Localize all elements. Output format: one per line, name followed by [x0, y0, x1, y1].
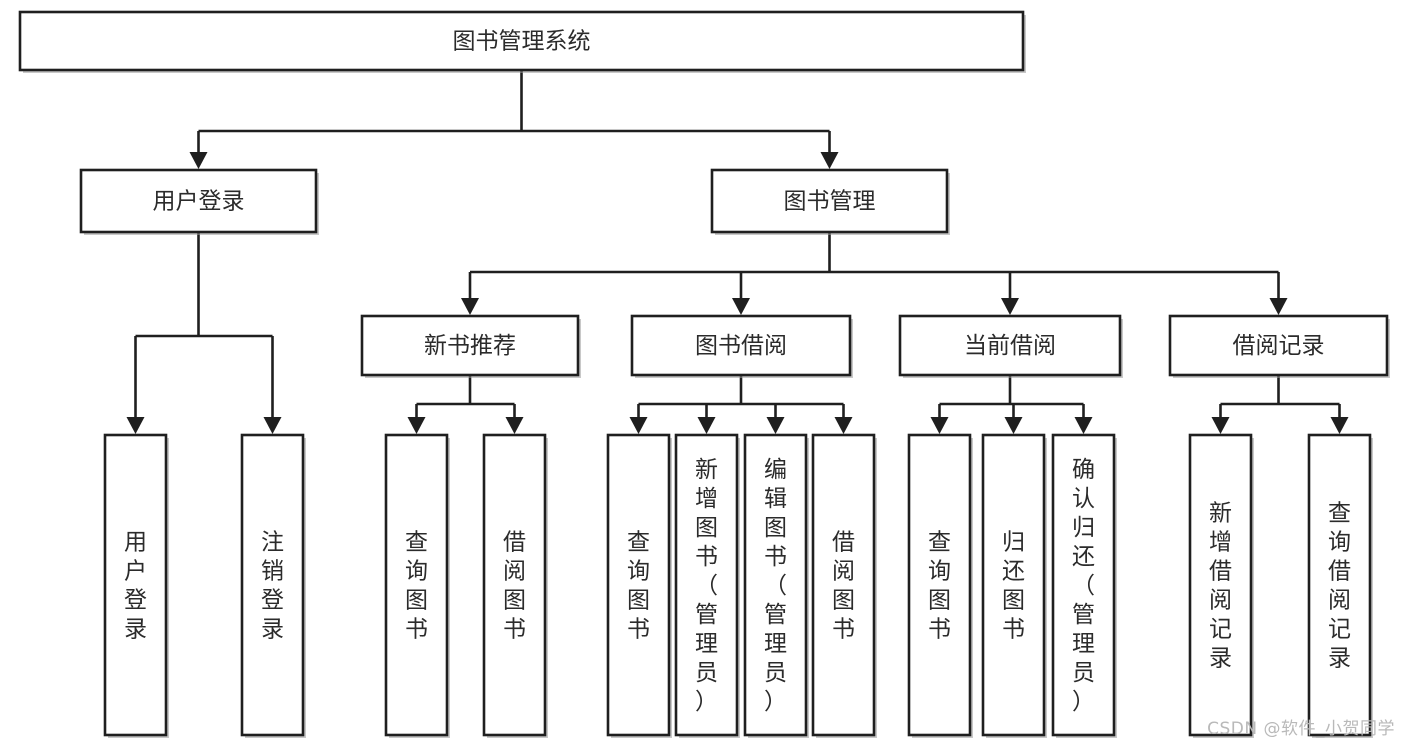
node-leaf-borrow-book-2[interactable]: 借阅图书	[811, 433, 877, 738]
arrow-head-icon	[1330, 417, 1349, 434]
arrow-head-icon	[629, 417, 648, 434]
edge-group-book-manage	[461, 232, 1288, 315]
node-box[interactable]	[240, 433, 305, 737]
node-label: 确认归还（管理员）	[1072, 457, 1095, 715]
node-label: 图书借阅	[695, 333, 787, 359]
node-book-manage[interactable]: 图书管理	[710, 168, 950, 235]
node-label: 注销登录	[261, 530, 284, 643]
node-leaf-query-book-1[interactable]: 查询图书	[384, 433, 450, 738]
node-box[interactable]	[606, 433, 671, 737]
node-root[interactable]: 图书管理系统	[18, 10, 1026, 73]
node-label: 查询借阅记录	[1328, 501, 1351, 672]
node-book-borrow[interactable]: 图书借阅	[630, 314, 853, 378]
arrow-head-icon	[1211, 417, 1230, 434]
arrow-head-icon	[189, 152, 208, 169]
node-label: 查询图书	[627, 530, 650, 643]
node-leaf-confirm-return[interactable]: 确认归还（管理员）	[1051, 433, 1117, 738]
arrow-head-icon	[766, 417, 785, 434]
arrow-head-icon	[263, 417, 282, 434]
node-box[interactable]	[1188, 433, 1253, 737]
node-label: 借阅图书	[503, 530, 526, 643]
node-label: 图书管理	[784, 189, 876, 215]
node-leaf-return-book[interactable]: 归还图书	[981, 433, 1047, 738]
node-box[interactable]	[1307, 433, 1372, 737]
node-leaf-query-record[interactable]: 查询借阅记录	[1307, 433, 1373, 738]
node-label: 归还图书	[1002, 530, 1025, 643]
node-label: 用户登录	[153, 189, 245, 215]
arrow-head-icon	[820, 152, 839, 169]
arrow-head-icon	[1001, 298, 1019, 315]
arrow-head-icon	[930, 417, 949, 434]
node-box[interactable]	[18, 10, 1025, 72]
arrow-head-icon	[1074, 417, 1093, 434]
nodes-layer: 图书管理系统用户登录图书管理新书推荐图书借阅当前借阅借阅记录用户登录注销登录查询…	[18, 10, 1390, 738]
node-label: 新书推荐	[424, 333, 516, 359]
edge-group-root	[189, 70, 839, 169]
node-box[interactable]	[981, 433, 1046, 737]
node-box[interactable]	[710, 168, 949, 234]
node-box[interactable]	[103, 433, 168, 737]
node-box[interactable]	[360, 314, 580, 377]
node-label: 借阅图书	[832, 530, 855, 643]
arrow-head-icon	[505, 417, 524, 434]
node-label: 当前借阅	[964, 333, 1056, 359]
watermark-label: CSDN @软件_小贺同学	[1207, 719, 1395, 739]
node-leaf-query-book-2[interactable]: 查询图书	[606, 433, 672, 738]
edge-group-current-borrow	[930, 375, 1093, 434]
node-leaf-add-book[interactable]: 新增图书（管理员）	[674, 433, 740, 738]
node-user-login[interactable]: 用户登录	[79, 168, 319, 235]
arrow-head-icon	[1004, 417, 1023, 434]
node-box[interactable]	[907, 433, 972, 737]
node-label: 借阅记录	[1233, 333, 1325, 359]
node-label: 用户登录	[124, 530, 147, 643]
edge-group-new-book-rec	[407, 375, 524, 434]
edge-group-user-login	[126, 232, 282, 434]
arrow-head-icon	[407, 417, 426, 434]
node-box[interactable]	[743, 433, 808, 737]
node-box[interactable]	[674, 433, 739, 737]
node-leaf-user-login[interactable]: 用户登录	[103, 433, 169, 738]
node-box[interactable]	[898, 314, 1122, 377]
node-leaf-query-book-3[interactable]: 查询图书	[907, 433, 973, 738]
node-box[interactable]	[1168, 314, 1389, 377]
node-label: 查询图书	[405, 530, 428, 643]
node-current-borrow[interactable]: 当前借阅	[898, 314, 1123, 378]
arrow-head-icon	[697, 417, 716, 434]
edge-group-book-borrow	[629, 375, 853, 434]
node-leaf-edit-book[interactable]: 编辑图书（管理员）	[743, 433, 809, 738]
arrow-head-icon	[461, 298, 479, 315]
arrow-head-icon	[732, 298, 750, 315]
node-leaf-logout[interactable]: 注销登录	[240, 433, 306, 738]
arrow-head-icon	[1269, 298, 1288, 315]
node-box[interactable]	[79, 168, 318, 234]
node-leaf-add-record[interactable]: 新增借阅记录	[1188, 433, 1254, 738]
node-box[interactable]	[384, 433, 449, 737]
node-box[interactable]	[1051, 433, 1116, 737]
node-label: 编辑图书（管理员）	[764, 457, 787, 715]
node-label: 新增借阅记录	[1209, 501, 1232, 672]
node-borrow-record[interactable]: 借阅记录	[1168, 314, 1390, 378]
node-box[interactable]	[811, 433, 876, 737]
node-box[interactable]	[630, 314, 852, 377]
arrow-head-icon	[834, 417, 853, 434]
node-leaf-borrow-book-1[interactable]: 借阅图书	[482, 433, 548, 738]
arrow-head-icon	[126, 417, 145, 434]
node-label: 图书管理系统	[453, 29, 591, 55]
node-new-book-rec[interactable]: 新书推荐	[360, 314, 581, 378]
node-box[interactable]	[482, 433, 547, 737]
edge-group-borrow-record	[1211, 375, 1349, 434]
node-label: 查询图书	[928, 530, 951, 643]
node-label: 新增图书（管理员）	[695, 457, 718, 715]
edges-layer	[126, 70, 1349, 434]
